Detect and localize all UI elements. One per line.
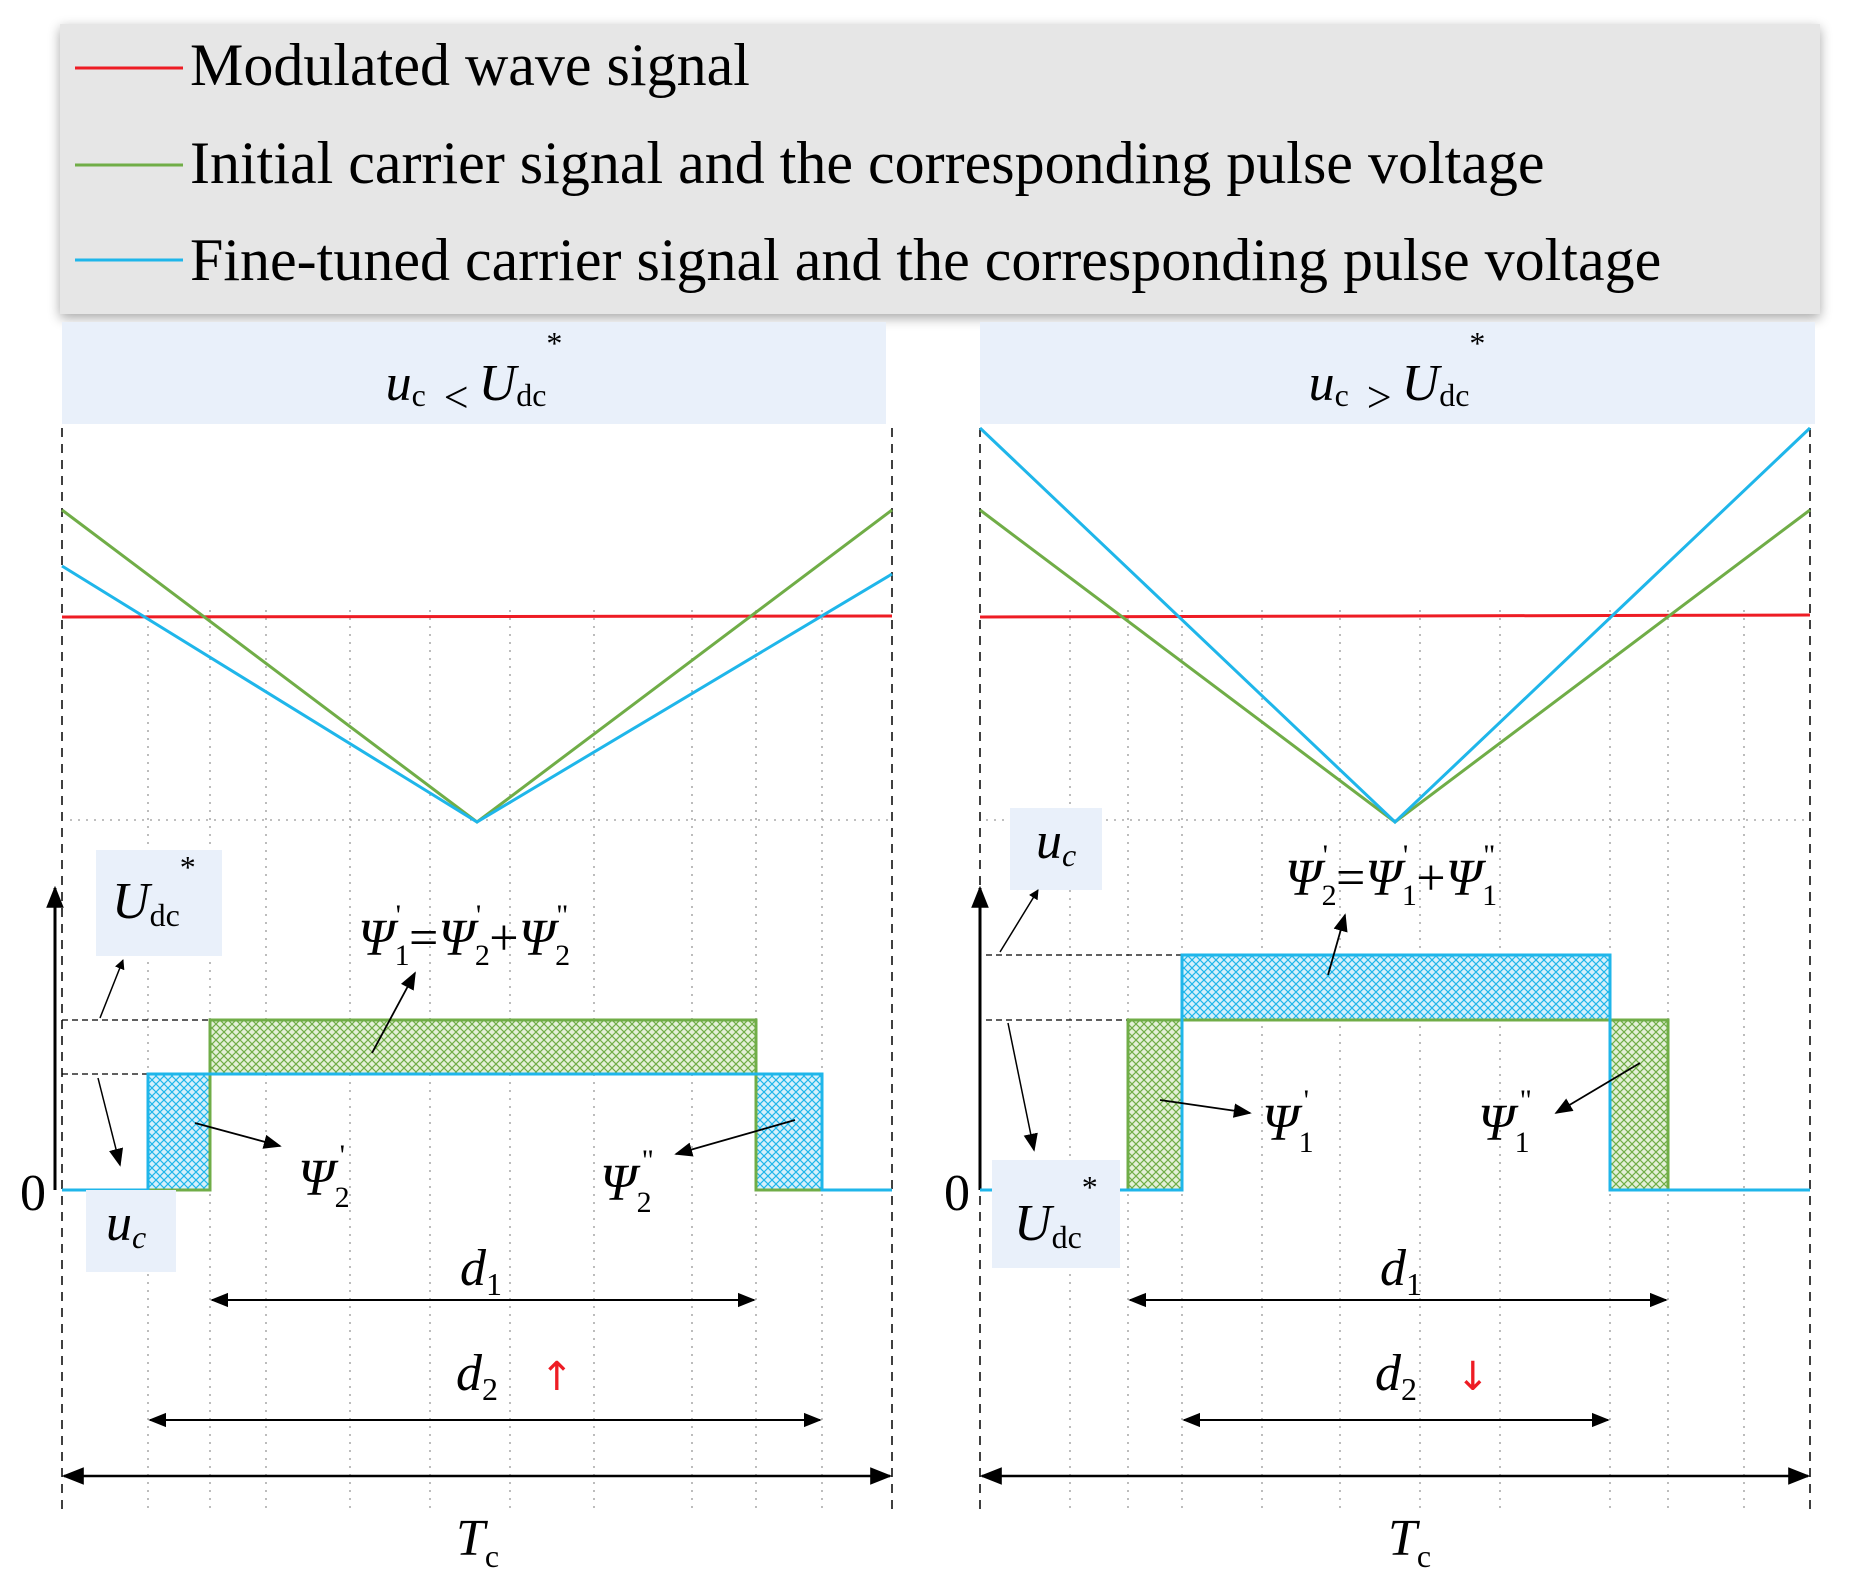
right-psi1-dprime-area	[1610, 1020, 1668, 1190]
right-psi-equation-pointer	[1327, 913, 1348, 976]
left-psi-b-label: Ψ2"	[600, 1144, 654, 1219]
right-d2-decrease-arrow: ↓	[1456, 1354, 1490, 1400]
left-initial-pulse	[62, 1018, 892, 1192]
right-zero-label: 0	[944, 1165, 970, 1222]
left-d2-increase-arrow: ↑	[540, 1354, 574, 1400]
right-d2-label: d2	[1375, 1345, 1417, 1407]
legend-item-initial: Initial carrier signal and the correspon…	[75, 130, 1545, 196]
panel-left: uc<Udc*	[20, 322, 893, 1574]
left-psi-a-label: Ψ2'	[298, 1139, 350, 1214]
panel-right-header: uc>Udc*	[1309, 325, 1486, 422]
left-psi1-area	[210, 1020, 756, 1074]
legend-label-modulated: Modulated wave signal	[190, 32, 750, 98]
left-level-upper-label: Udc*	[112, 849, 196, 933]
right-level-upper-label: uc	[1036, 813, 1076, 873]
legend-item-finetuned: Fine-tuned carrier signal and the corres…	[75, 227, 1661, 293]
right-level-lower-bg	[992, 1160, 1120, 1268]
left-level-upper-bg	[96, 850, 222, 956]
panel-left-header: uc<Udc*	[386, 325, 563, 422]
left-d2-label: d2	[456, 1345, 498, 1407]
panel-right-header-bg	[980, 322, 1815, 424]
right-finetuned-carrier	[978, 426, 1812, 825]
panel-right: uc>Udc* uc Ud	[944, 322, 1815, 1574]
right-level-upper-pointer	[999, 889, 1039, 953]
left-level-lower-bg	[86, 1190, 176, 1272]
legend-label-initial: Initial carrier signal and the correspon…	[190, 130, 1545, 196]
left-modulated-wave	[61, 614, 893, 619]
legend: Modulated wave signal Initial carrier si…	[60, 24, 1820, 314]
left-psi-a-pointer	[194, 1122, 282, 1149]
right-psi2-area	[1182, 955, 1610, 1020]
legend-label-finetuned: Fine-tuned carrier signal and the corres…	[190, 227, 1661, 293]
right-modulated-wave	[979, 613, 1811, 619]
right-psi-a-pointer	[1159, 1099, 1252, 1118]
left-psi-b-pointer	[674, 1119, 796, 1157]
right-d1-label: d1	[1380, 1240, 1422, 1302]
left-level-lower-pointer	[97, 1077, 124, 1167]
panel-left-header-bg	[62, 322, 886, 424]
right-psi-b-label: Ψ1"	[1478, 1084, 1532, 1159]
legend-background	[60, 24, 1820, 314]
left-finetuned-carrier	[61, 564, 893, 824]
left-psi-equation: Ψ1'=Ψ2'+Ψ2"	[358, 899, 570, 972]
left-d1-label: d1	[460, 1240, 502, 1302]
right-level-lower-pointer	[1007, 1022, 1038, 1152]
left-tc-label: Tc	[456, 1510, 499, 1574]
legend-item-modulated: Modulated wave signal	[75, 32, 750, 98]
right-finetuned-pulse	[980, 953, 1810, 1192]
left-psi-equation-pointer	[371, 971, 416, 1054]
left-psi2-prime-area	[148, 1074, 210, 1190]
left-level-lower-label: uc	[106, 1195, 146, 1255]
right-psi-a-label: Ψ1'	[1262, 1084, 1314, 1159]
left-psi2-dprime-area	[756, 1074, 822, 1190]
right-initial-carrier	[979, 508, 1811, 824]
right-psi-b-pointer	[1554, 1062, 1641, 1114]
right-psi-equation: Ψ2'=Ψ1'+Ψ1"	[1285, 839, 1497, 912]
right-level-lower-label: Udc*	[1014, 1169, 1098, 1255]
right-psi1-prime-area	[1128, 1020, 1182, 1190]
left-initial-carrier	[61, 508, 893, 824]
left-level-upper-pointer	[99, 959, 125, 1019]
right-tc-label: Tc	[1388, 1510, 1431, 1574]
right-level-upper-bg	[1010, 808, 1102, 890]
left-zero-label: 0	[20, 1165, 46, 1222]
